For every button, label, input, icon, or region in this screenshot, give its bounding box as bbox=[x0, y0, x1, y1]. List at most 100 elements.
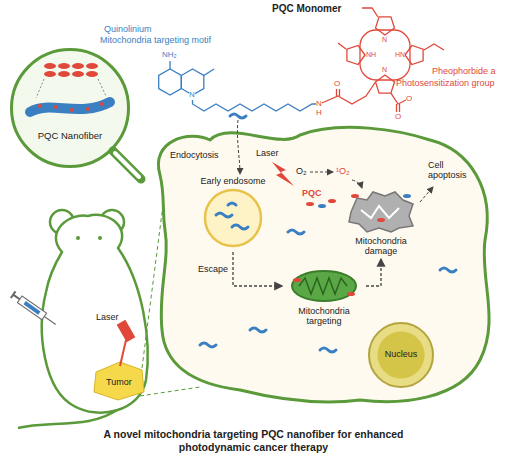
endosome-shape bbox=[216, 213, 232, 217]
atom-label: N bbox=[382, 36, 387, 44]
atom-label: HN bbox=[395, 51, 405, 59]
syringe bbox=[23, 301, 40, 315]
pheophorbide-structure bbox=[376, 17, 395, 35]
connector bbox=[233, 252, 282, 286]
quinolinium-structure bbox=[204, 69, 214, 76]
process-label: Cell apoptosis bbox=[428, 160, 476, 180]
endocytosis-arrow bbox=[237, 120, 240, 174]
laser-label: Laser bbox=[96, 312, 119, 322]
mitochondrion-shape bbox=[293, 278, 301, 282]
oxygen-label: O₂ bbox=[296, 166, 307, 176]
fiber-dots bbox=[100, 102, 104, 106]
pheophorbide-structure bbox=[322, 8, 444, 112]
node-text: Early endosome bbox=[196, 176, 270, 186]
pheophorbide-structure bbox=[360, 30, 410, 80]
node-text: PQC Nanofiber bbox=[13, 131, 127, 141]
fiber-dots bbox=[86, 107, 90, 111]
magnifier-handle bbox=[115, 153, 139, 177]
mouse-body bbox=[42, 215, 148, 413]
apoptosis-arrow bbox=[420, 187, 433, 202]
fiber-dots bbox=[38, 102, 104, 112]
nanofiber bbox=[30, 102, 110, 112]
compound-label: PQC bbox=[302, 188, 322, 198]
pheophorbide-structure bbox=[347, 46, 365, 65]
pheophorbide-structure bbox=[338, 43, 346, 49]
nanofiber bbox=[440, 268, 456, 272]
atom-label: NH₂ bbox=[162, 50, 177, 59]
pheophorbide-structure bbox=[391, 93, 406, 104]
damaged-mitochondrion-shape bbox=[361, 206, 399, 218]
endosome-shape bbox=[202, 187, 264, 249]
pheophorbide-structure bbox=[362, 8, 378, 17]
atom-label: N bbox=[382, 66, 387, 74]
pqc-marks bbox=[328, 199, 336, 203]
node-text: Mitochondria damage bbox=[340, 236, 422, 256]
fiber-dots bbox=[54, 105, 58, 109]
pqc-stack bbox=[86, 71, 98, 77]
node-text: Nucleus bbox=[385, 349, 418, 359]
syringe bbox=[11, 291, 58, 327]
damaged-mitochondrion-shape bbox=[349, 192, 413, 232]
mouse-eye bbox=[98, 236, 102, 240]
tumor-label: Tumor bbox=[106, 377, 132, 387]
atom-label: O bbox=[334, 79, 340, 88]
nanofiber bbox=[320, 348, 336, 352]
zoom-line bbox=[140, 387, 200, 396]
damaged-mitochondrion-shape bbox=[403, 194, 411, 198]
pqc-stack bbox=[98, 79, 106, 96]
laser-bolt bbox=[272, 162, 294, 186]
node-text: Mitochondria targeting bbox=[282, 306, 366, 326]
pqc-stack bbox=[72, 63, 84, 69]
connector-label: Escape bbox=[198, 264, 228, 274]
pheophorbide-structure bbox=[376, 75, 395, 93]
group-name: Quinolinium bbox=[104, 24, 152, 34]
nucleus-circle: Nucleus bbox=[368, 322, 434, 388]
connector bbox=[366, 259, 381, 286]
quinolinium-structure bbox=[159, 69, 182, 95]
damaged-mitochondrion-shape bbox=[345, 188, 417, 234]
magnifier-circle: PQC Nanofiber bbox=[10, 48, 130, 168]
atom-label: N bbox=[316, 99, 322, 108]
zoom-line bbox=[142, 205, 163, 368]
caption: A novel mitochondria targeting PQC nanof… bbox=[78, 428, 429, 454]
pqc-stack bbox=[72, 71, 84, 77]
oxygen-arrow bbox=[310, 172, 333, 173]
syringe bbox=[13, 295, 20, 300]
syringe bbox=[17, 296, 46, 320]
mouse bbox=[18, 210, 148, 428]
fiber-dots bbox=[38, 104, 42, 108]
process-label: Endocytosis bbox=[170, 150, 219, 160]
mitochondrion-shape bbox=[347, 292, 355, 296]
quinolinium-structure bbox=[159, 61, 316, 111]
pqc-stack bbox=[58, 63, 70, 69]
pheophorbide-structure bbox=[424, 44, 444, 50]
pqc-stack bbox=[36, 63, 106, 98]
endosome-shape bbox=[232, 225, 248, 229]
mitochondrion: Mitochondria targeting bbox=[282, 268, 366, 329]
pheophorbide-structure bbox=[396, 104, 397, 112]
syringe bbox=[44, 316, 55, 324]
tumor bbox=[94, 362, 144, 400]
damaged-mitochondrion: Mitochondria damage bbox=[340, 188, 422, 259]
nanofiber bbox=[230, 114, 246, 118]
group-name: Pheophorbide a bbox=[432, 66, 496, 76]
pqc-marks bbox=[318, 204, 326, 208]
atom-label: NH bbox=[366, 51, 376, 59]
pqc-stack bbox=[58, 71, 70, 77]
mitochondrion-shape bbox=[292, 271, 356, 301]
laser-label: Laser bbox=[256, 148, 279, 158]
oxygen-arrow bbox=[352, 180, 362, 188]
pheophorbide-structure bbox=[405, 46, 423, 65]
pheophorbide-structure bbox=[399, 104, 400, 112]
pqc-marks bbox=[306, 199, 336, 208]
damaged-mitochondrion-shape bbox=[351, 194, 359, 198]
pqc-stack bbox=[86, 63, 98, 69]
nanofiber bbox=[200, 343, 216, 347]
atom-label: O bbox=[395, 112, 401, 121]
magnifier-handle bbox=[113, 151, 141, 179]
group-role: Photosensitization group bbox=[396, 78, 495, 88]
oxygen-label: ¹O₂ bbox=[336, 166, 350, 176]
pqc-stack bbox=[36, 79, 44, 98]
